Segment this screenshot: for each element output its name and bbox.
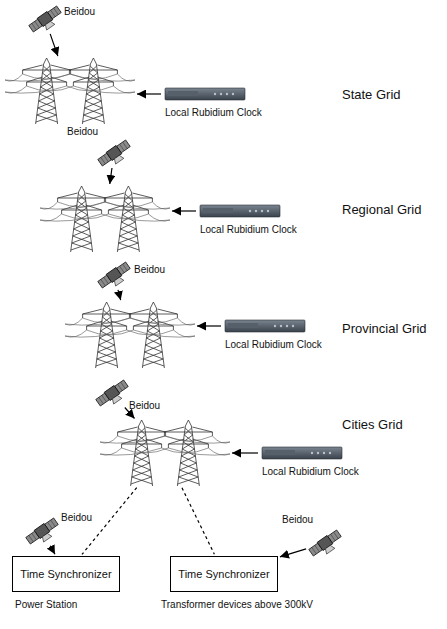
clock-device-icon <box>165 88 245 100</box>
clock-device-icon <box>225 320 305 332</box>
transmission-towers <box>100 420 230 486</box>
device-label: Local Rubidium Clock <box>225 339 322 351</box>
satellite-node: Beidou <box>95 380 129 406</box>
rubidium-clock: Local Rubidium Clock <box>165 88 245 100</box>
device-label: Local Rubidium Clock <box>200 224 297 236</box>
box-text: Time Synchronizer <box>178 568 269 580</box>
signal-arrow <box>280 549 306 557</box>
signal-arrow <box>110 168 112 184</box>
tower-group: Provincial Grid <box>65 302 195 368</box>
grid-level-label: Regional Grid <box>342 203 422 218</box>
satellite-label: Beidou <box>61 512 92 524</box>
clock-device-icon <box>200 205 280 217</box>
tower-group: State Grid <box>5 58 135 124</box>
site-caption: Power Station <box>15 599 77 611</box>
satellite-node: Beidou <box>25 518 59 544</box>
satellite-icon <box>95 380 129 406</box>
process-box: Time SynchronizerPower Station <box>12 556 120 592</box>
satellite-node: Beidou <box>97 140 131 166</box>
signal-arrow <box>50 34 58 56</box>
box-text: Time Synchronizer <box>20 568 111 580</box>
rubidium-clock: Local Rubidium Clock <box>200 205 280 217</box>
site-caption: Transformer devices above 300kV <box>161 599 313 611</box>
satellite-icon <box>97 140 131 166</box>
satellite-label: Beidou <box>67 126 98 138</box>
satellite-label: Beidou <box>282 514 313 526</box>
grid-level-label: State Grid <box>342 88 401 103</box>
signal-arrow <box>137 93 161 94</box>
rubidium-clock: Local Rubidium Clock <box>262 447 342 459</box>
device-label: Local Rubidium Clock <box>165 107 262 119</box>
rubidium-clock: Local Rubidium Clock <box>225 320 305 332</box>
tower-group: Cities Grid <box>100 420 230 486</box>
satellite-label: Beidou <box>129 400 160 412</box>
transmission-towers <box>40 186 170 252</box>
satellite-icon <box>25 518 59 544</box>
satellite-icon <box>28 6 62 32</box>
signal-arrow <box>50 546 55 555</box>
signal-arrow <box>172 210 196 211</box>
grid-level-label: Cities Grid <box>342 418 403 433</box>
satellite-node: Beidou <box>28 6 62 32</box>
dotted-link <box>182 488 214 554</box>
process-box: Time SynchronizerTransformer devices abo… <box>170 556 278 592</box>
transmission-towers <box>5 58 135 124</box>
signal-arrow <box>118 290 121 300</box>
signal-arrow <box>197 325 221 326</box>
satellite-node: Beidou <box>308 530 342 556</box>
satellite-icon <box>97 262 131 288</box>
grid-level-label: Provincial Grid <box>342 322 427 337</box>
satellite-node: Beidou <box>97 262 131 288</box>
transmission-towers <box>65 302 195 368</box>
signal-arrow <box>232 452 258 453</box>
satellite-label: Beidou <box>134 264 165 276</box>
device-label: Local Rubidium Clock <box>262 466 359 478</box>
clock-device-icon <box>262 447 342 459</box>
satellite-label: Beidou <box>64 6 95 18</box>
satellite-icon <box>308 530 342 556</box>
tower-group: Regional Grid <box>40 186 170 252</box>
